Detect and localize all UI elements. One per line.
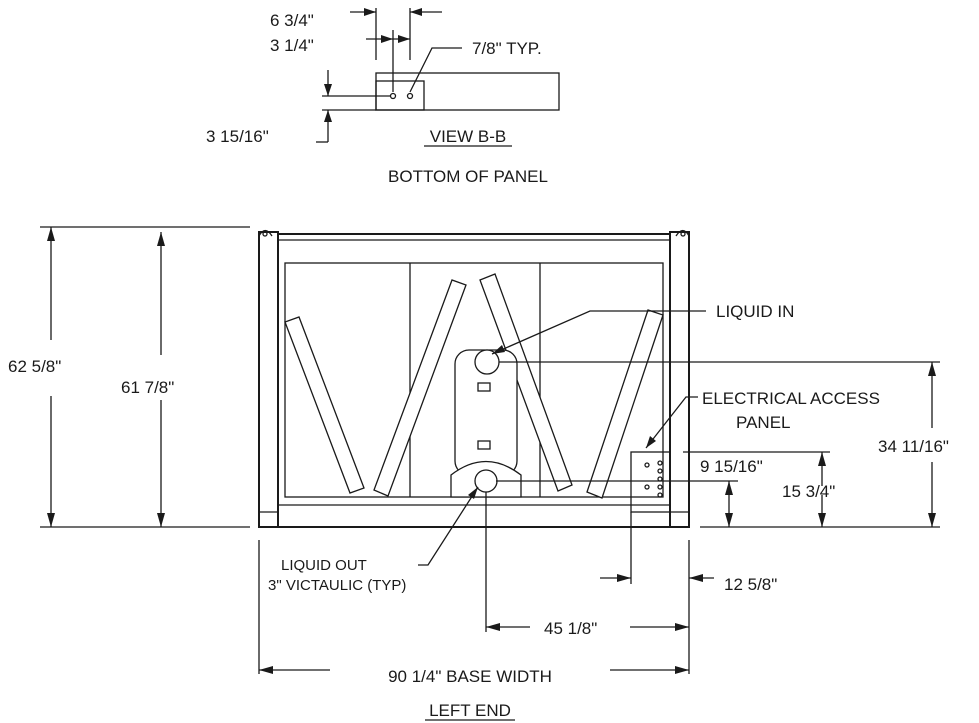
left-end-title: LEFT END [429,701,511,720]
dim-61-7-8: 61 7/8" [121,378,174,397]
frame-right-post [669,231,690,528]
dim-62-5-8: 62 5/8" [8,357,61,376]
liquid-out-label-line1: LIQUID OUT [281,557,367,574]
frame-left-post [258,231,279,528]
dim-3-1-4: 3 1/4" [270,36,314,55]
electrical-access-label-line1: ELECTRICAL ACCESS [702,389,880,408]
liquid-out-nozzle [474,469,498,493]
dim-base-width: 90 1/4" BASE WIDTH [388,667,552,686]
bottom-panel-outline [375,72,560,111]
electrical-access-panel [630,451,671,513]
dim-3-15-16: 3 15/16" [206,127,269,146]
dim-12-5-8: 12 5/8" [724,575,777,594]
dim-6-3-4: 6 3/4" [270,11,314,30]
bottom-panel-hole-right [406,92,414,100]
coil-strip-1 [284,316,365,494]
dim-45-1-8: 45 1/8" [544,619,597,638]
coil-strip-2 [373,279,467,497]
liquid-in-nozzle [474,349,500,375]
dim-15-3-4: 15 3/4" [782,482,835,501]
liquid-out-label-line2: 3" VICTAULIC (TYP) [268,577,406,594]
view-bb: 6 3/4" 3 1/4" 7/8" TYP. 3 15/16" VIEW B-… [206,8,560,186]
left-end-view: 62 5/8" 61 7/8" LIQUID IN 34 11/16" ELEC… [8,226,949,721]
coil-strip-4 [586,309,664,499]
electrical-access-label-line2: PANEL [736,413,791,432]
liquid-in-label: LIQUID IN [716,302,794,321]
dim-34-11-16: 34 11/16" [878,437,949,456]
view-bb-title: VIEW B-B [430,127,507,146]
view-bb-subtitle: BOTTOM OF PANEL [388,167,548,186]
coil-strip-3 [479,273,573,492]
dim-9-15-16: 9 15/16" [700,457,763,476]
dim-7-8-typ: 7/8" TYP. [472,39,542,58]
bottom-panel-hole-left [389,92,397,100]
